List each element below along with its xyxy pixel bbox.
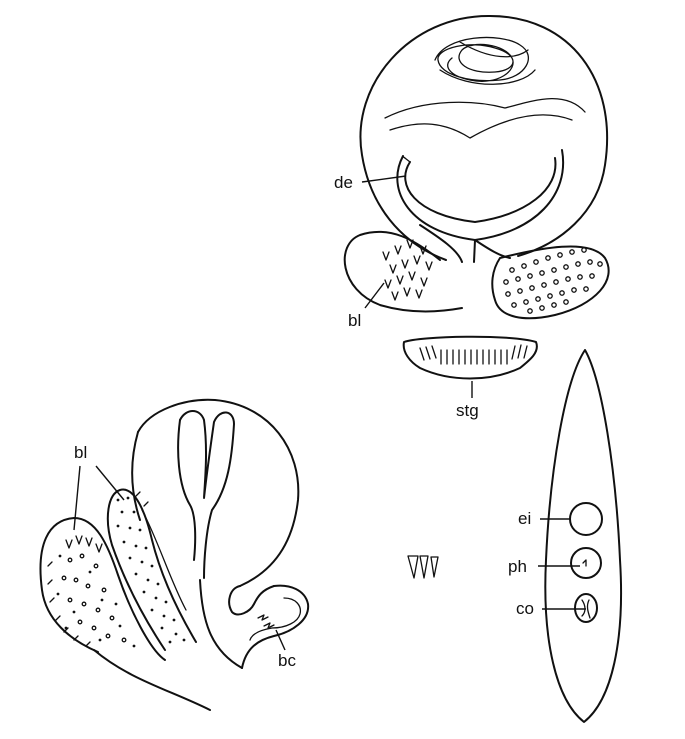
- elongated-body: [538, 349, 623, 723]
- stipple-outer-lobe: [47, 535, 136, 648]
- leader-bl-left-a: [73, 465, 81, 531]
- ei-circle: [569, 502, 603, 536]
- stipple-inner-lobe: [116, 491, 186, 644]
- label-bc: bc: [278, 651, 296, 670]
- label-bl-top: bl: [348, 311, 361, 330]
- label-ei: ei: [518, 509, 531, 528]
- stg-structure: [402, 335, 538, 398]
- label-stg: stg: [456, 401, 479, 420]
- bottom-left-organ: [39, 398, 310, 711]
- leader-bl-left-b: [95, 465, 125, 501]
- bc-marks: [257, 614, 275, 629]
- label-ph: ph: [508, 557, 527, 576]
- co-ellipse: [574, 593, 598, 623]
- top-organ-drawing: [359, 14, 609, 263]
- label-bl-left: bl: [74, 443, 87, 462]
- tubercle-pattern: [503, 247, 603, 314]
- label-co: co: [516, 599, 534, 618]
- top-right-lobe: [491, 245, 610, 320]
- stg-striations: [419, 344, 528, 365]
- leader-bc: [275, 629, 286, 651]
- top-left-lobe: [343, 230, 463, 313]
- leader-de: [361, 175, 407, 183]
- small-spines: [407, 555, 439, 579]
- leader-bl-top: [364, 282, 385, 309]
- ph-circle: [570, 547, 602, 579]
- label-de: de: [334, 173, 353, 192]
- spine-marks: [382, 239, 433, 301]
